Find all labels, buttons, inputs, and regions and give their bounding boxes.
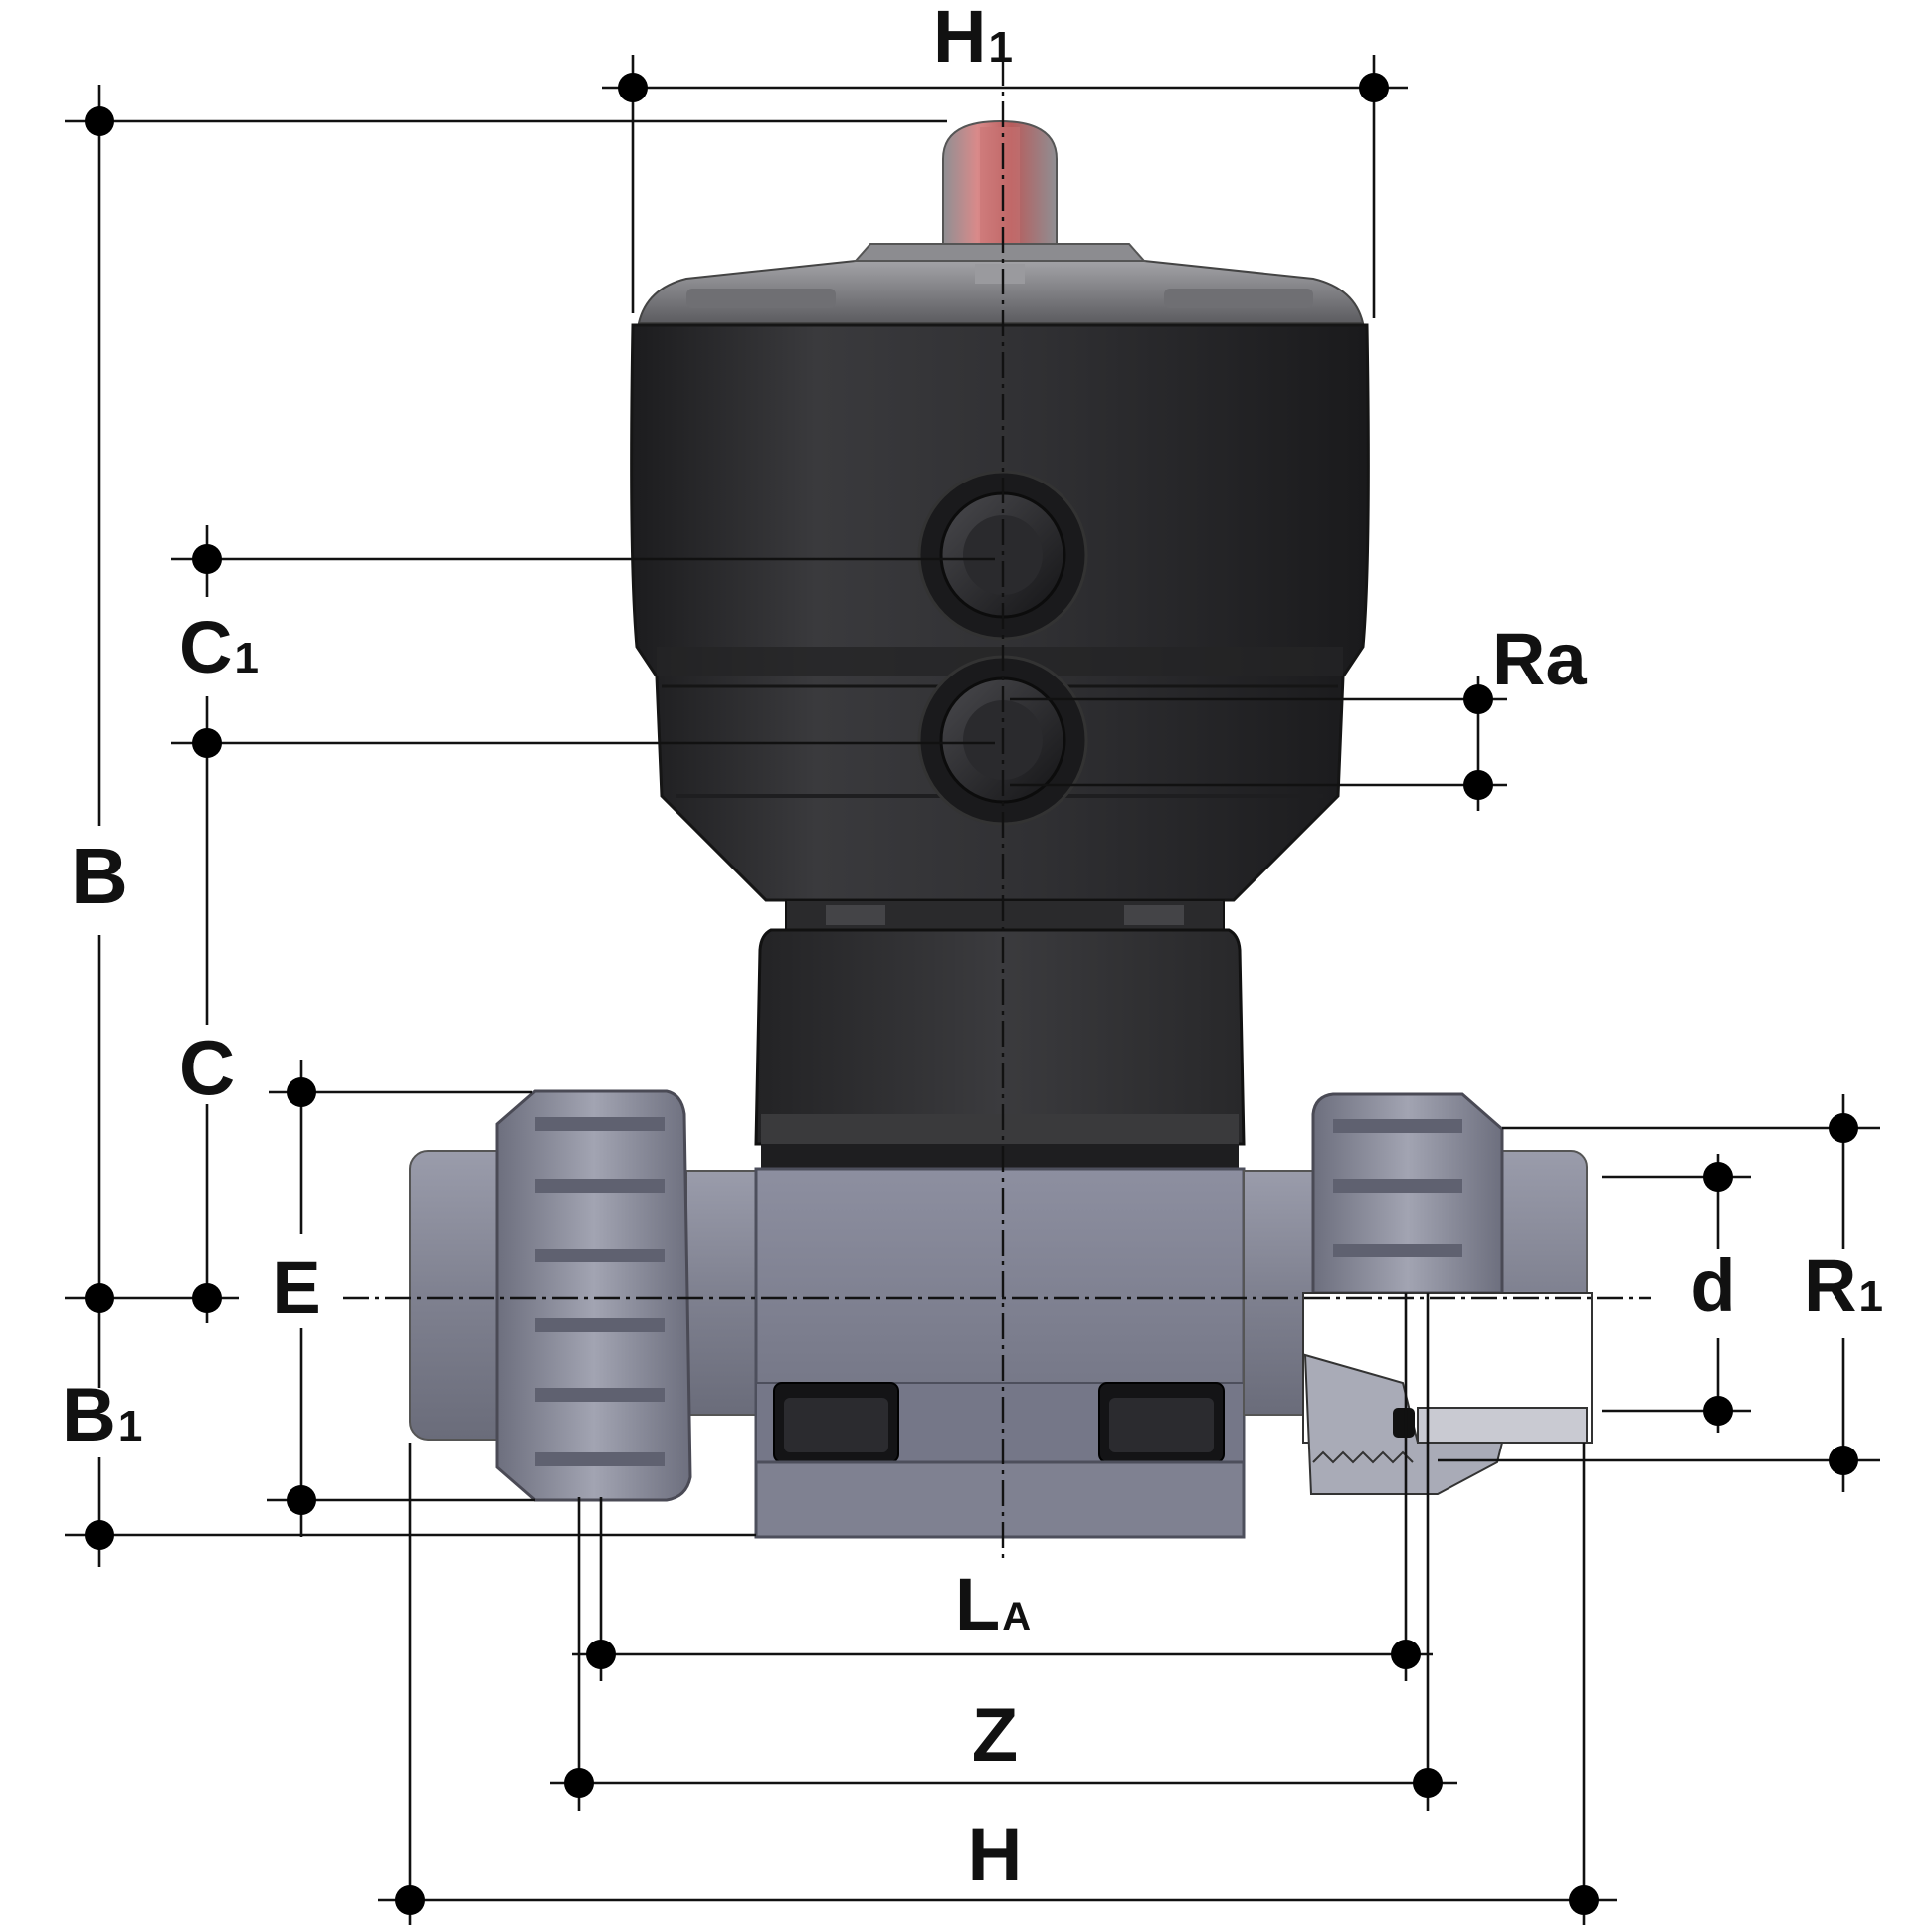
center-lines <box>343 60 1651 1562</box>
label-d: d <box>1690 1245 1735 1327</box>
label-ra: Ra <box>1492 618 1587 700</box>
position-indicator <box>942 119 1058 262</box>
label-e: E <box>272 1247 320 1329</box>
label-r1: R1 <box>1804 1245 1883 1327</box>
dimension-lines <box>65 55 1880 1925</box>
label-b: B <box>71 832 128 920</box>
label-la: LA <box>955 1563 1031 1645</box>
label-b1: B1 <box>62 1373 142 1457</box>
dimension-labels: H1 C1 Ra B C E d R1 B1 LA Z H <box>62 0 1883 1897</box>
label-c: C <box>179 1024 235 1111</box>
bonnet <box>754 928 1246 1169</box>
left-union-nut <box>495 1089 692 1502</box>
actuator-neck <box>785 899 1225 931</box>
label-h1: H1 <box>933 0 1013 78</box>
body-base <box>754 1460 1246 1539</box>
valve-body <box>754 1167 1246 1529</box>
valve-artwork <box>409 119 1593 1539</box>
actuator-cap <box>637 243 1365 324</box>
right-union-nut <box>1311 1092 1504 1295</box>
label-c1: C1 <box>179 606 259 688</box>
section-cutaway <box>1302 1292 1593 1495</box>
label-h: H <box>968 1813 1023 1897</box>
label-z: Z <box>972 1693 1018 1778</box>
